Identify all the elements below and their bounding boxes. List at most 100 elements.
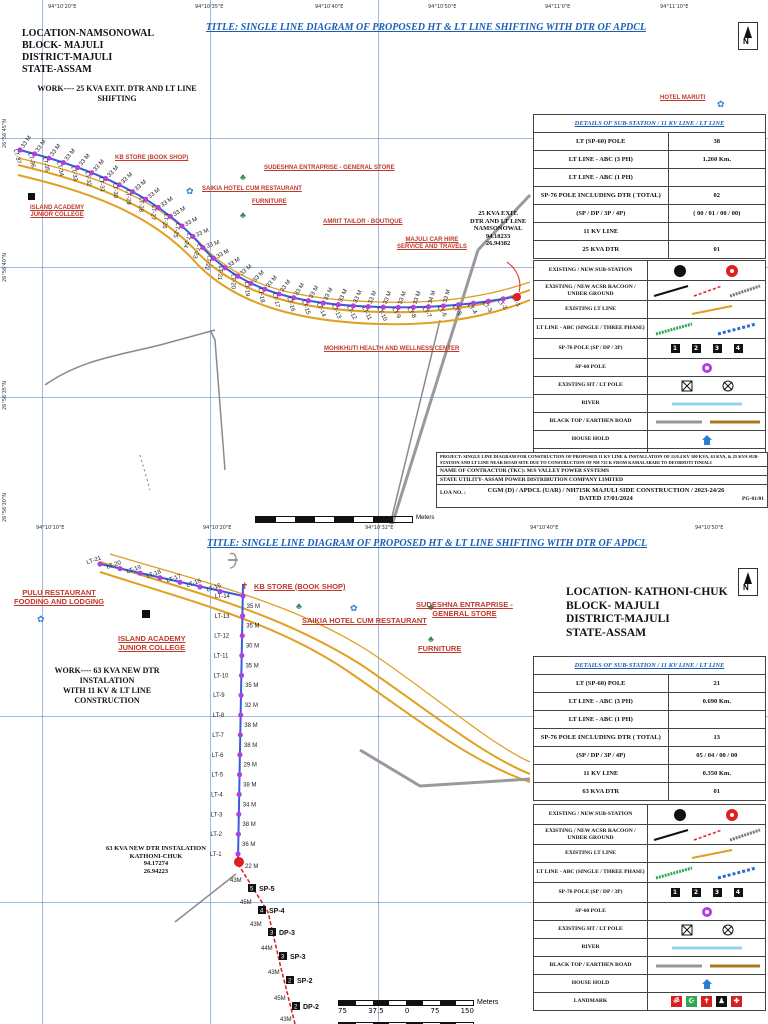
span-length-label: 35 M [245, 663, 258, 669]
sp60-pole [157, 575, 163, 581]
span-length-label: 33 M [107, 165, 121, 179]
scale-bar-ticks: 75 37.5 0 75 150 Meters [338, 999, 498, 1015]
details-row: (SP / DP / 3P / 4P)( 00 / 01 / 00 / 00) [533, 204, 767, 223]
span-length-label: 38 M [242, 822, 255, 828]
span-length-label: 33 M [338, 288, 349, 303]
span-length-label: 33 M [172, 206, 187, 218]
details-label: 11 KV LINE [533, 764, 669, 783]
details-value [667, 710, 767, 729]
place-furniture: FURNITURE [252, 199, 287, 205]
place-pulu-restaurant: PULU RESTAURANT FOODING AND LODGING [14, 588, 104, 606]
pole-id-label: LT-13 [215, 614, 231, 620]
coord-label: 94°10'10"E [36, 525, 65, 531]
details-row: (SP / DP / 3P / 4P)05 / 04 / 00 / 00 [533, 746, 767, 765]
sp60-pole [155, 204, 161, 211]
legend-label: EXISTING HT / LT POLE [533, 376, 648, 395]
pole-id-label: LT-29 [125, 190, 131, 206]
pole-id-label: LT-5 [212, 773, 224, 779]
grid-line [0, 902, 768, 903]
details-value: 21 [667, 674, 767, 693]
footpath [139, 454, 151, 491]
sp60-pole [60, 159, 66, 166]
legend-row: RIVER [533, 938, 766, 957]
sp60-pole [130, 189, 136, 195]
span-length-label: 33 M [227, 257, 241, 269]
sp60-pole [320, 300, 326, 306]
legend-label: RIVER [533, 938, 648, 957]
work-line: WORK---- 25 KVA EXIT. DTR AND LT LINE [37, 84, 197, 93]
span-length-label: 38 M [243, 782, 256, 788]
abc-line-icon [647, 862, 766, 883]
pole-id-label: LT-27 [149, 205, 156, 221]
sp60-pole [236, 791, 242, 798]
blacktop-road [17, 157, 531, 303]
project-info-box: PROJECT: SINGLE LINE DIAGRAM FOR CONSTRU… [436, 452, 768, 508]
sp60-pole [217, 588, 223, 595]
coord-label: 94°11'0"E [545, 4, 571, 10]
legend-label: BLACK TOP / EARTHEN ROAD [533, 956, 648, 975]
sp60-pole [143, 196, 149, 202]
place-island-academy: ISLAND ACADEMY JUNIOR COLLEGE [118, 634, 186, 652]
scale-tick: 37.5 [368, 1007, 384, 1015]
pole-id-label: LT-17 [166, 574, 183, 585]
pole-id-label: LT-9 [390, 307, 401, 321]
road-icon [647, 956, 766, 975]
sp76-pole [248, 884, 256, 892]
details-value: 01 [667, 782, 767, 801]
pole-id-label: LT-31 [97, 177, 105, 193]
grid-line [0, 716, 768, 717]
pole-id-label: LT-26 [161, 213, 169, 229]
sp60-pole [222, 265, 228, 271]
pole-id-label: LT-7 [212, 733, 224, 739]
pole-id-label: LT-5 [451, 304, 463, 317]
grid-line [378, 524, 379, 1024]
project-label: PROJECT: [440, 454, 463, 459]
pole-id-label: LT-34 [55, 161, 64, 177]
details-label: LT (SP-60) POLE [533, 674, 669, 693]
legend-label: EXISTING / NEW SUB-STATION [533, 260, 648, 281]
place-mohikhuti: MOHIKHUTI HEALTH AND WELLNESS CENTER [324, 346, 460, 352]
span-length-label: 33 M [280, 279, 293, 293]
sp60-pole [410, 304, 416, 310]
house-icon [647, 974, 766, 993]
project-row: PROJECT: SINGLE LINE DIAGRAM FOR CONSTRU… [437, 453, 767, 467]
ht-11kv-line [237, 863, 296, 1024]
work-description: WORK---- 63 KVA NEW DTR INSTALATION WITH… [32, 666, 182, 706]
north-arrow-icon: N [738, 568, 758, 596]
road-icon [647, 412, 766, 431]
sp60-pole [237, 752, 243, 758]
pole-id-label: LT-3 [211, 812, 223, 818]
sp60-pole [239, 652, 245, 659]
place-line: MAJULI CAR HIRE [405, 237, 459, 243]
dtr-note: 63 KVA NEW DTR INSTALATION KATHONI-CHUK … [106, 845, 206, 875]
acsr-line-icon [647, 824, 766, 845]
district-line: DISTRICT-MAJULI [22, 52, 113, 63]
legend-label: LT LINE - ABC (SINGLE / THREE PHASE) [533, 318, 648, 339]
details-value: 1.260 Km. [667, 150, 767, 169]
school-icon [142, 610, 150, 618]
details-label: (SP / DP / 3P / 4P) [533, 746, 669, 765]
sp60-pole [200, 244, 206, 251]
pole-type-number: 5 [250, 887, 254, 893]
dtr-note-line: 94.17274 [143, 860, 169, 867]
span-length-label: 45M [274, 996, 286, 1002]
span-length-label: 36 M [242, 842, 255, 848]
place-island-academy: ISLAND ACADEMY JUNIOR COLLEGE [30, 205, 84, 219]
span-length-label: 33 M [206, 240, 221, 250]
legend-row: LT LINE - ABC (SINGLE / THREE PHASE) [533, 862, 766, 883]
legend-label: SP-76 POLE (SP / DP / 3P) [533, 338, 648, 359]
pole-id-label: LT-2 [496, 299, 508, 312]
coord-label: 94°10'40"E [530, 525, 559, 531]
earthen-road [390, 249, 480, 524]
details-label: 63 KVA DTR [533, 782, 669, 801]
pole-id-label: LT-14 [315, 302, 327, 319]
legend-row: EXISTING HT / LT POLE [533, 376, 766, 395]
place-line: JUNIOR COLLEGE [118, 643, 186, 652]
sp60-pole [179, 223, 185, 229]
span-length-label: 33 M [20, 135, 33, 149]
